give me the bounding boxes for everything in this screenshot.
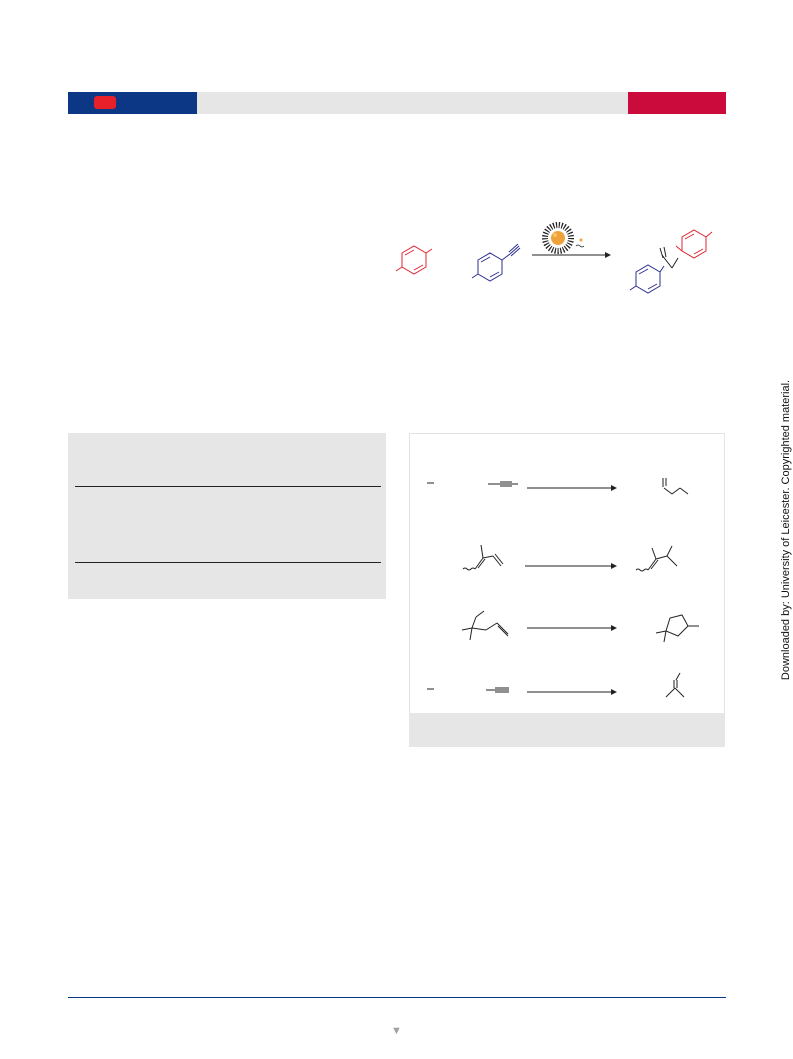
table-rule-top bbox=[75, 486, 381, 487]
scheme-row-2 bbox=[462, 544, 678, 572]
scheme-row-4 bbox=[427, 672, 685, 698]
scheme-caption-bar bbox=[409, 713, 725, 747]
scheme-panel bbox=[409, 433, 725, 747]
header-band-right bbox=[628, 92, 726, 114]
table-panel bbox=[68, 433, 386, 599]
blue-alkyne-structure bbox=[471, 243, 521, 282]
down-arrow-icon[interactable]: ▼ bbox=[391, 1025, 402, 1037]
table-rule-bottom bbox=[75, 562, 381, 563]
red-arene-structure bbox=[395, 245, 433, 275]
scheme-row-3 bbox=[461, 610, 699, 643]
micelle-catalyst-graphic bbox=[542, 222, 585, 254]
scheme-row-1 bbox=[427, 478, 689, 495]
download-watermark: Downloaded by: University of Leicester. … bbox=[780, 379, 792, 681]
header-band-middle bbox=[197, 92, 628, 114]
footer-rule bbox=[68, 997, 726, 998]
product-structure bbox=[629, 229, 713, 294]
reaction-arrow bbox=[532, 252, 611, 258]
journal-badge bbox=[94, 96, 116, 109]
